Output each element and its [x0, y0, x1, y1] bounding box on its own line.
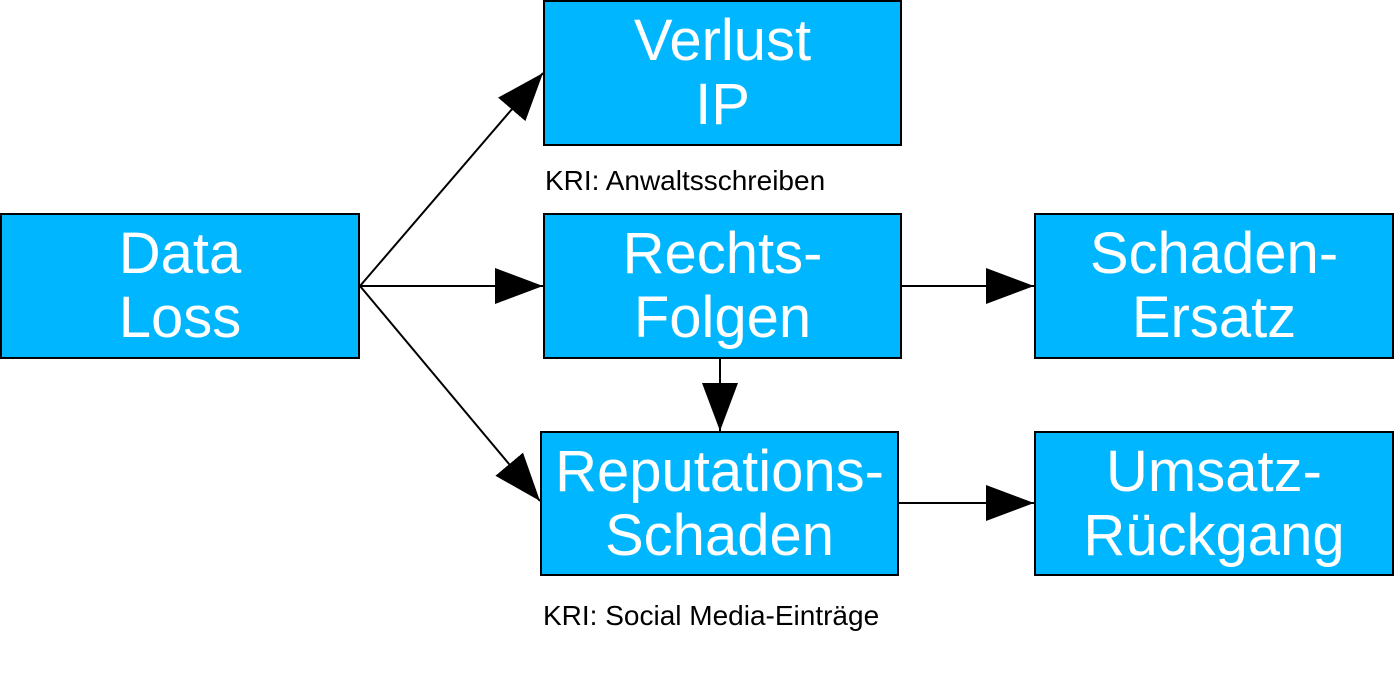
node-rechtsfolgen: Rechts- Folgen: [543, 213, 902, 359]
node-data-loss: Data Loss: [0, 213, 360, 359]
node-label-line1: Umsatz-: [1106, 438, 1322, 504]
kri-label-social-media: KRI: Social Media-Einträge: [543, 600, 880, 631]
node-schadenersatz: Schaden- Ersatz: [1034, 213, 1394, 359]
node-label-line2: Rückgang: [1083, 502, 1345, 568]
arrow-dataloss-to-reputationsschaden: [359, 285, 541, 502]
node-label-line2: Loss: [118, 285, 242, 350]
node-label-line1: Verlust: [633, 8, 812, 73]
node-label-line1: Rechts-: [622, 221, 823, 286]
node-label-line2: Schaden: [605, 502, 834, 568]
node-label-line1: Schaden-: [1089, 221, 1339, 286]
node-label-line2: Ersatz: [1131, 285, 1297, 350]
node-label-line1: Reputations-: [555, 438, 884, 504]
node-label-line1: Data: [118, 221, 242, 286]
node-verlust-ip: Verlust IP: [543, 0, 902, 146]
node-label-line2: Folgen: [633, 285, 812, 350]
node-label-line2: IP: [695, 72, 750, 137]
arrow-dataloss-to-verlust-ip: [359, 72, 544, 287]
node-reputationsschaden: Reputations- Schaden: [540, 431, 899, 576]
node-umsatzrueckgang: Umsatz- Rückgang: [1034, 431, 1394, 576]
kri-label-anwaltsschreiben: KRI: Anwaltsschreiben: [545, 165, 826, 196]
